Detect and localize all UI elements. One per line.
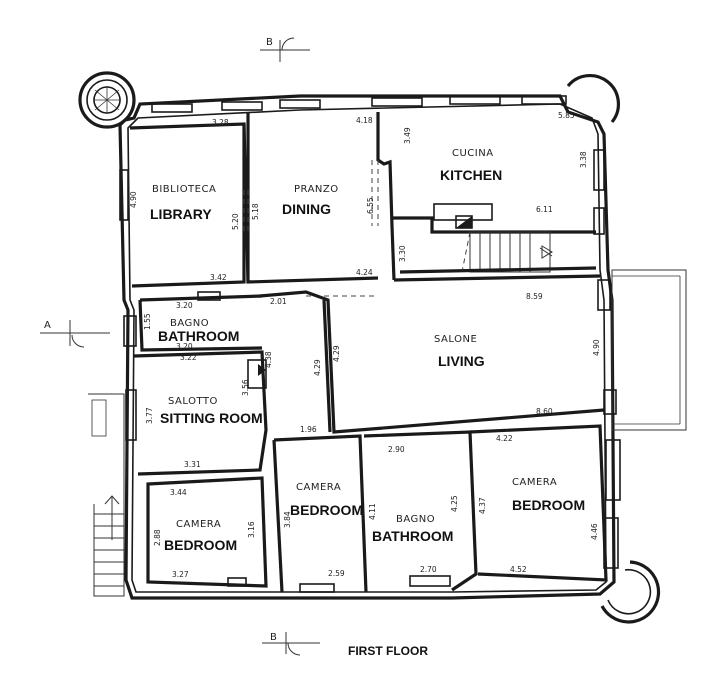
room-sitting-room-label-it: SALOTTO (168, 396, 218, 407)
tower-top-right (566, 73, 620, 124)
dimension-label: 3.56 (241, 379, 250, 396)
tower-bottom-right (600, 560, 661, 624)
section-mark-bottom: B (262, 632, 320, 656)
dimension-label: 3.20 (176, 301, 193, 310)
dimension-label: 3.42 (210, 273, 227, 282)
room-bathroom-1-label-it: BAGNO (170, 318, 209, 329)
room-dining (243, 112, 379, 284)
room-dining-label-it: PRANZO (294, 184, 339, 195)
stair-kitchen (461, 231, 553, 273)
room-kitchen-label-it: CUCINA (452, 148, 494, 159)
room-library-label-it: BIBLIOTECA (152, 184, 216, 195)
dimension-label: 6.11 (536, 205, 553, 214)
dimension-label: 3.28 (212, 118, 229, 127)
dimension-label: 4.52 (510, 565, 527, 574)
dimension-label: 8.60 (536, 407, 553, 416)
dimension-label: 3.44 (170, 488, 187, 497)
dimension-label: 1.96 (300, 425, 317, 434)
corridor-walls (306, 266, 601, 297)
section-mark-top-label: B (266, 37, 273, 48)
dimension-label: 3.84 (283, 511, 292, 528)
dimension-label: 2.70 (420, 565, 437, 574)
room-kitchen-label-en: KITCHEN (440, 167, 502, 183)
dimension-label: 4.38 (264, 351, 273, 368)
section-mark-left: A (40, 320, 110, 348)
room-living-label-it: SALONE (434, 334, 477, 345)
dimension-label: 2.01 (270, 297, 287, 306)
room-library (129, 122, 250, 288)
dimension-label: 3.31 (184, 460, 201, 469)
dimension-label: 3.22 (180, 353, 197, 362)
room-bedroom-1-label-en: BEDROOM (164, 537, 237, 553)
dimension-label: 8.59 (526, 292, 543, 301)
room-library-label-en: LIBRARY (150, 206, 212, 222)
room-bathroom-1 (123, 291, 263, 352)
dimension-label: 3.77 (145, 407, 154, 424)
tower-top-left (78, 71, 136, 129)
room-bedroom-3-label-it: CAMERA (512, 477, 557, 488)
room-sitting-room (133, 350, 268, 476)
room-bathroom-2-label-en: BATHROOM (372, 528, 453, 544)
room-bathroom-1-label-en: BATHROOM (158, 328, 239, 344)
dimension-label: 3.16 (247, 521, 256, 538)
room-kitchen (371, 112, 596, 281)
section-mark-left-label: A (44, 320, 51, 331)
dimension-label: 4.11 (368, 503, 377, 520)
dimension-label: 5.20 (231, 213, 240, 230)
dimension-label: 5.85 (558, 111, 575, 120)
dimension-label: 4.25 (450, 495, 459, 512)
dimension-label: 4.90 (592, 339, 601, 356)
dimension-labels: 3.28 4.90 5.20 3.42 5.18 4.18 6.55 4.24 … (129, 111, 601, 579)
dimension-label: 4.29 (313, 359, 322, 376)
room-bedroom-2 (272, 434, 368, 593)
dimension-label: 4.46 (590, 523, 599, 540)
dimension-label: 5.18 (251, 203, 260, 220)
dimension-label: 3.30 (398, 245, 407, 262)
windows-top (151, 95, 567, 113)
dimension-label: 2.59 (328, 569, 345, 578)
dimension-label: 6.55 (366, 197, 375, 214)
dimension-label: 4.22 (496, 434, 513, 443)
section-mark-top: B (260, 37, 310, 62)
room-sitting-room-label-en: SITTING ROOM (160, 410, 263, 426)
windows-side (119, 149, 617, 441)
room-living (259, 290, 605, 434)
section-mark-bottom-label: B (270, 632, 277, 643)
room-living-label-en: LIVING (438, 353, 485, 369)
dimension-label: 2.88 (153, 529, 162, 546)
stair-left (88, 393, 125, 597)
room-bathroom-2 (363, 430, 478, 592)
dimension-label: 4.29 (332, 345, 341, 362)
dimension-label: 3.38 (579, 151, 588, 168)
room-bedroom-2-label-en: BEDROOM (290, 502, 363, 518)
dimension-label: 3.49 (403, 127, 412, 144)
dimension-label: 2.90 (388, 445, 405, 454)
room-bedroom-1-label-it: CAMERA (176, 519, 221, 530)
dimension-label: 4.37 (478, 497, 487, 514)
room-bedroom-3 (469, 424, 621, 582)
dimension-label: 4.24 (356, 268, 373, 277)
dimension-label: 4.90 (129, 191, 138, 208)
room-bedroom-2-label-it: CAMERA (296, 482, 341, 493)
dimension-label: 4.18 (356, 116, 373, 125)
room-bedroom-1 (146, 476, 268, 588)
dimension-label: 3.27 (172, 570, 189, 579)
room-bathroom-2-label-it: BAGNO (396, 514, 435, 525)
room-bedroom-3-label-en: BEDROOM (512, 497, 585, 513)
balcony-right (611, 269, 687, 431)
floor-title: FIRST FLOOR (348, 644, 428, 658)
dimension-label: 3.20 (176, 342, 193, 351)
dimension-label: 1.55 (143, 313, 152, 330)
room-dining-label-en: DINING (282, 201, 331, 217)
